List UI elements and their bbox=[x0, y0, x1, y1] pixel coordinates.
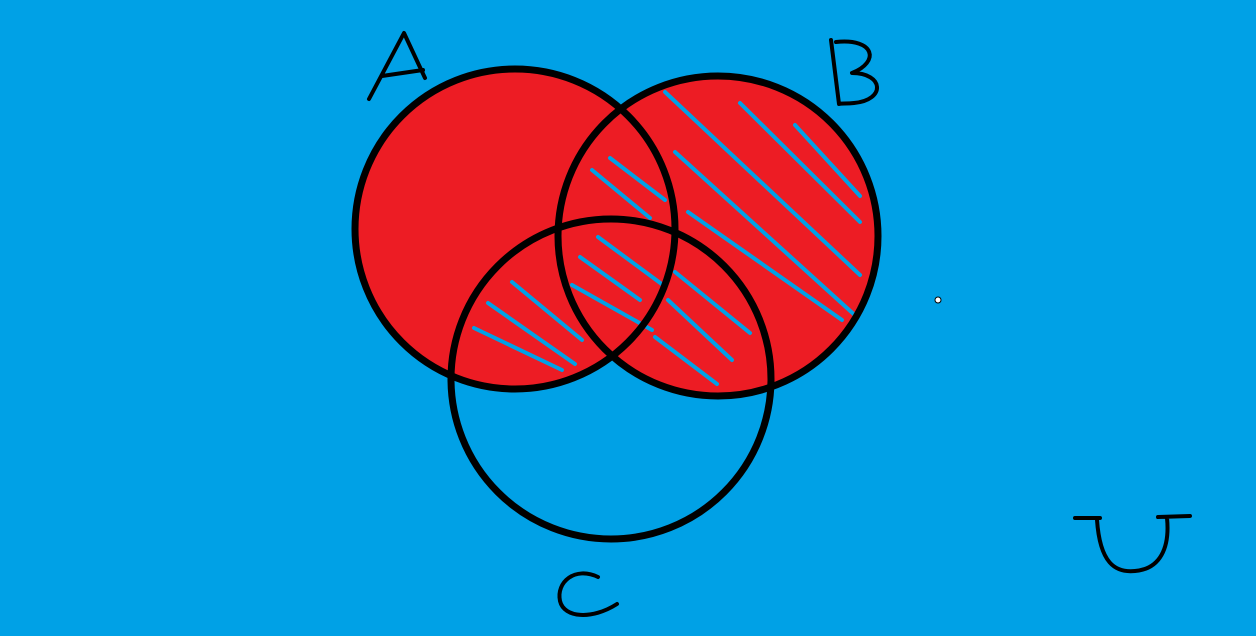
label-a-glyph bbox=[367, 31, 427, 101]
label-c-glyph bbox=[557, 571, 619, 617]
set-c-outline bbox=[447, 215, 775, 543]
hatch-a-and-c bbox=[472, 280, 584, 372]
set-b-fill bbox=[558, 76, 878, 396]
label-b-glyph bbox=[829, 38, 879, 106]
hatch-b bbox=[570, 90, 862, 386]
stray-dot bbox=[934, 296, 942, 304]
set-b-outline bbox=[554, 72, 882, 400]
label-u-glyph bbox=[1073, 514, 1192, 574]
